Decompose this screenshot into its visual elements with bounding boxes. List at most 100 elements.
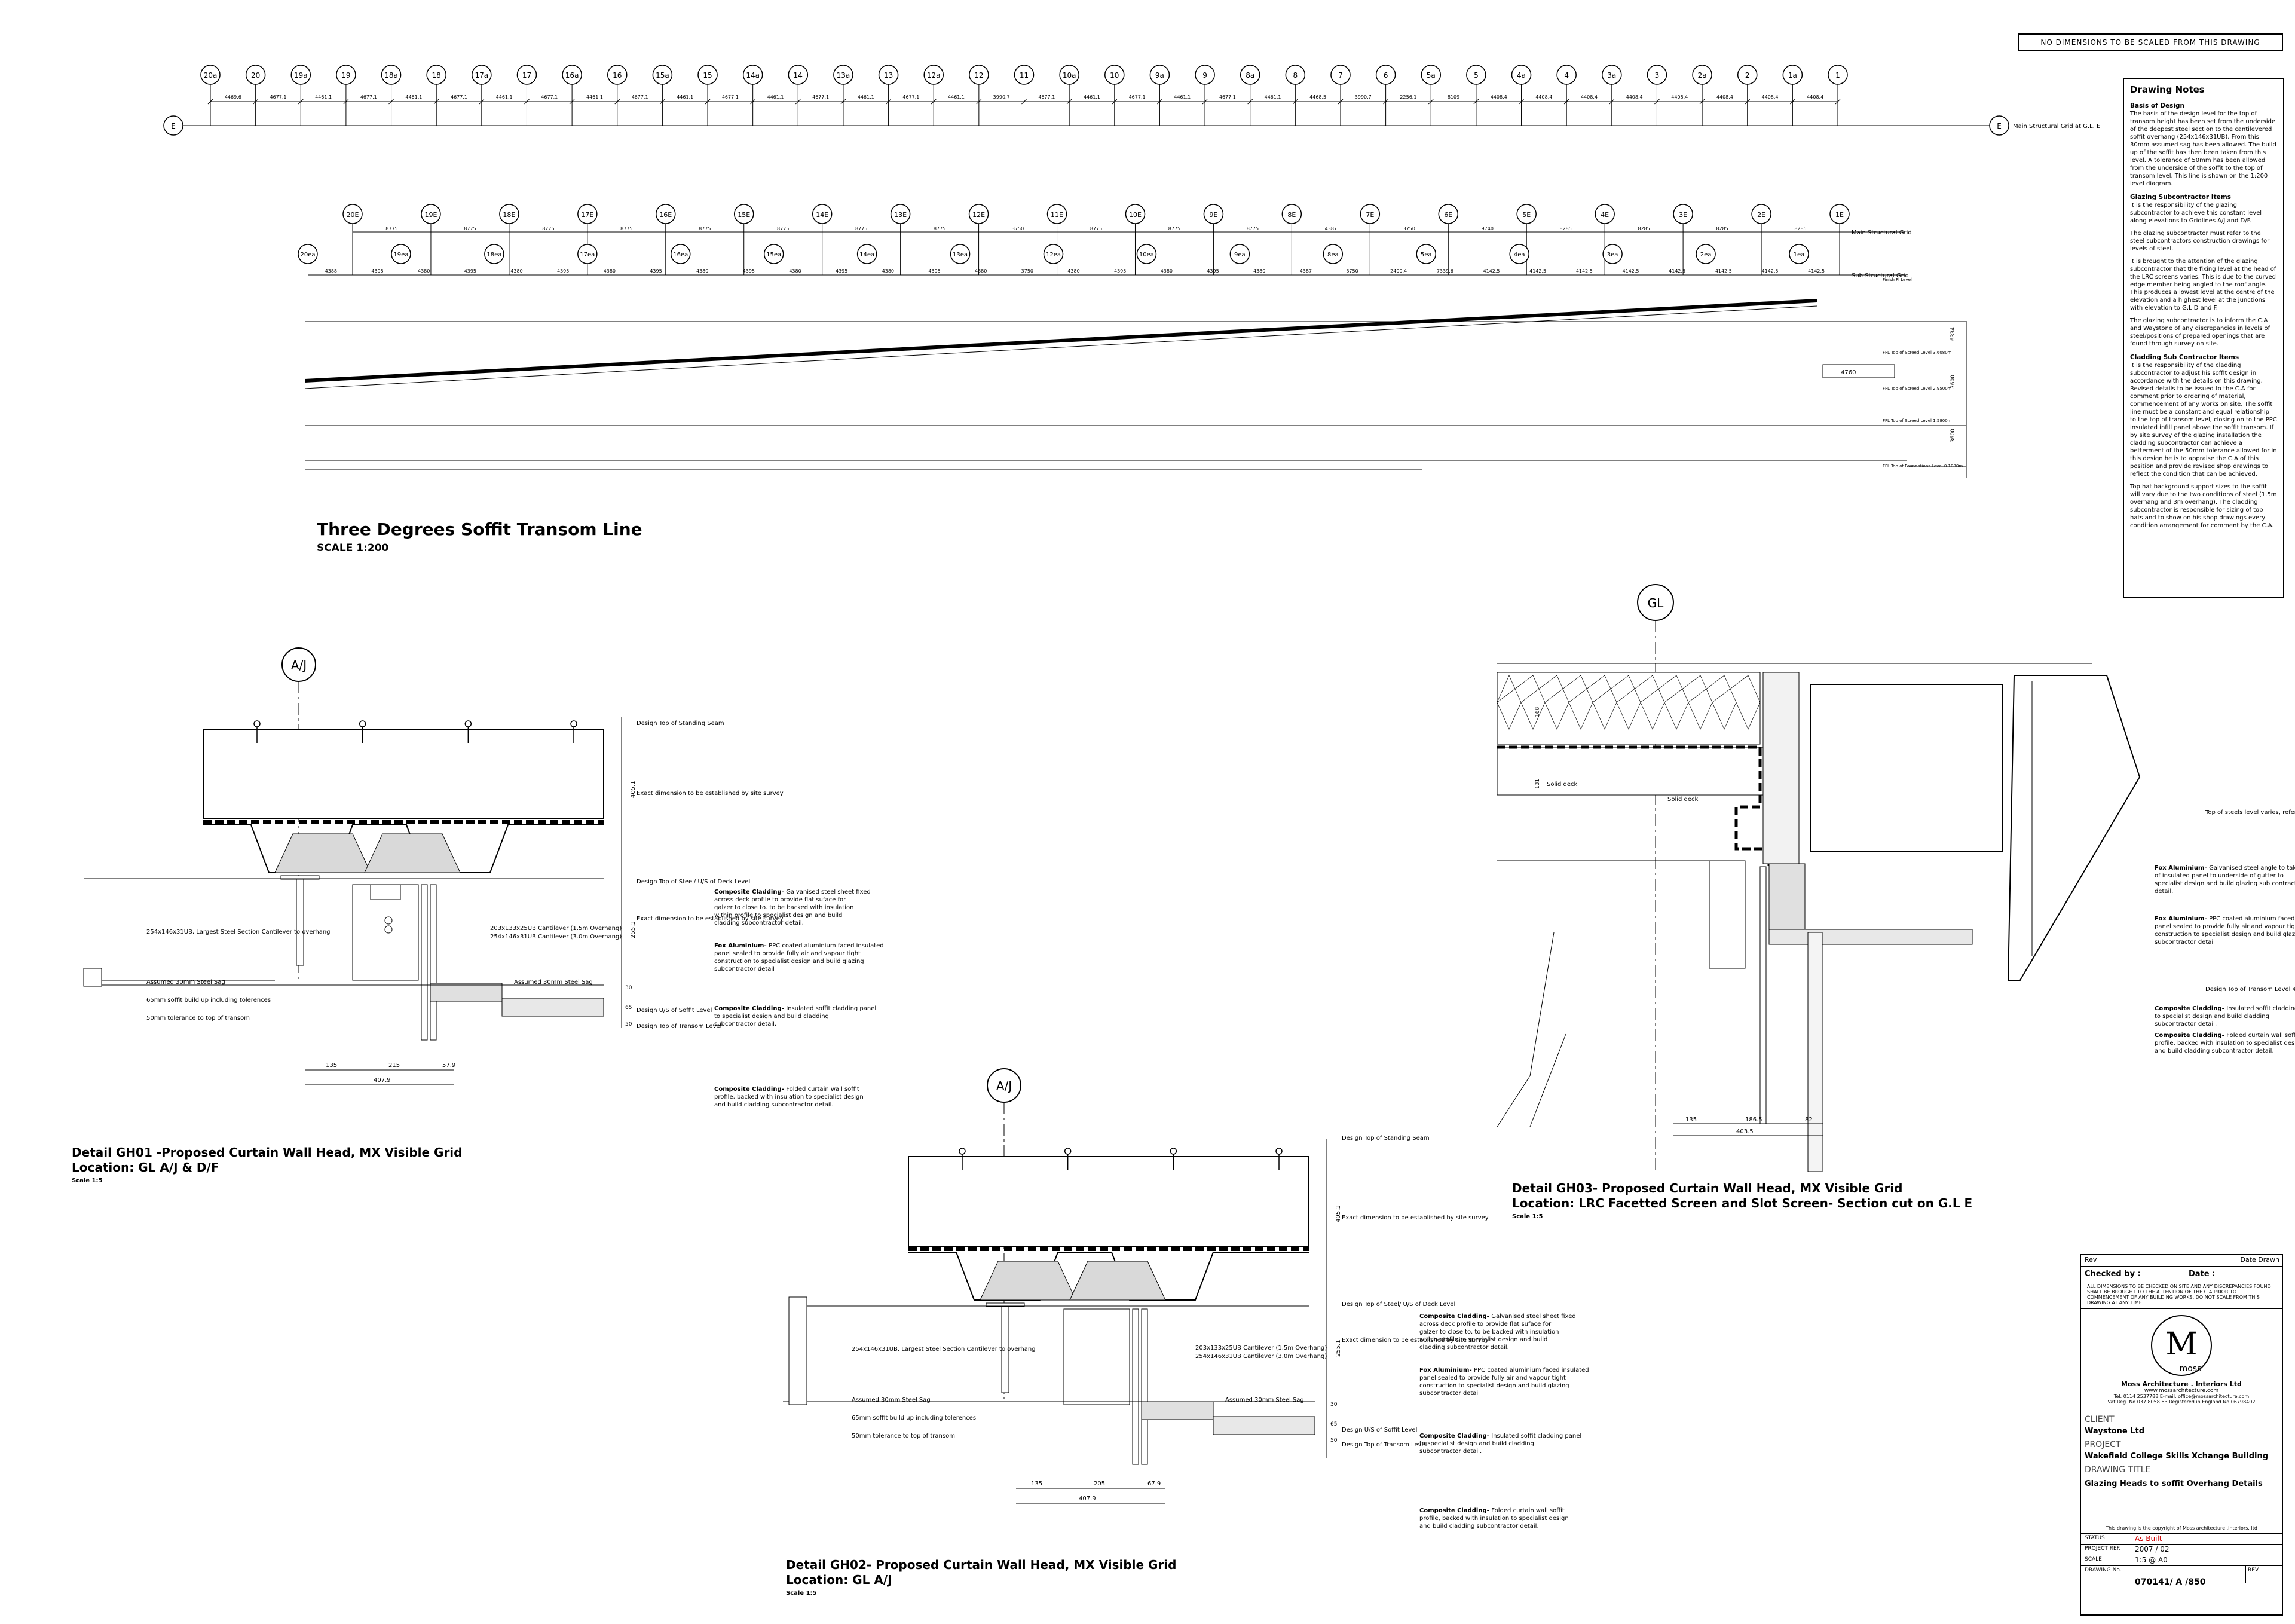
right-label-3: Design Top of Steel/ U/S of Deck Level — [637, 879, 750, 885]
sub-grid-dim-lower: 4142.5 — [1576, 268, 1593, 274]
status-row: STATUS As Built — [2081, 1533, 2282, 1545]
sub-grid-bubble-lower — [1602, 244, 1623, 264]
dim-total: 403.5 — [1736, 1128, 1754, 1135]
grid-dim: 4408.4 — [1716, 94, 1733, 100]
grid-bubble — [472, 65, 492, 85]
date-drawn-label: Date Drawn — [2240, 1256, 2280, 1264]
svg-text:M: M — [2165, 1326, 2197, 1362]
mid-label-3: Assumed 30mm Steel Sag — [514, 979, 593, 986]
sub-grid-bubble-lower — [1696, 244, 1716, 264]
grid-label: 11 — [1020, 71, 1029, 79]
right-dim-5: 50 — [625, 1022, 632, 1027]
dim-3: 67.9 — [1148, 1481, 1161, 1487]
right-label-1: Design Top of Standing Seam — [1342, 1135, 1430, 1142]
grid-label: 1 — [1835, 71, 1840, 79]
sub-grid-bubble — [1125, 204, 1146, 224]
grid-label: 1a — [1788, 71, 1797, 79]
dim-tick — [886, 99, 891, 105]
grid-label: 8a — [1246, 71, 1254, 79]
right-dim-1: 6334 — [1950, 327, 1956, 341]
sub-grid-label-lower: 16ea — [673, 252, 688, 258]
right-label-2: FFL Top of Screed Level 3.6080m — [1883, 350, 1952, 355]
sub-grid-bubble — [656, 204, 676, 224]
grid-end-bubble-left — [163, 115, 183, 136]
sub-grid-dim-lower: 4380 — [975, 268, 987, 274]
sub-grid-bubble — [890, 204, 911, 224]
callout: Composite Cladding- Galvanised steel she… — [1419, 1313, 1576, 1351]
scale-row: SCALE 1:5 @ A0 — [2081, 1555, 2282, 1566]
grid-bubble — [788, 65, 809, 85]
notes-heading: Glazing Subcontractor Items — [2130, 194, 2231, 201]
dim-total: 407.9 — [1079, 1495, 1096, 1502]
grid-bubble — [1149, 65, 1170, 85]
sub-grid-label: 19E — [424, 211, 437, 219]
sub-grid-label-lower: 12ea — [1046, 252, 1061, 258]
grid-bubble — [607, 65, 628, 85]
title-block: Rev Date Drawn Checked by : Date : ALL D… — [2080, 1254, 2283, 1616]
dim-tick — [1609, 99, 1615, 105]
grid-bubble — [1330, 65, 1351, 85]
right-label-6: Design Top of Transom Level — [1342, 1442, 1427, 1448]
dim-tick — [976, 99, 982, 105]
right-dim-3: 30 — [1330, 1402, 1338, 1408]
grid-dim: 4677.1 — [1129, 94, 1146, 100]
client-row: CLIENT Waystone Ltd — [2081, 1414, 2282, 1439]
callout: Composite Cladding- Insulated soffit cla… — [1419, 1433, 1581, 1455]
sub-grid-dim-lower: 4380 — [1161, 268, 1173, 274]
grid-bubble — [923, 65, 944, 85]
grid-dim: 4461.1 — [315, 94, 332, 100]
sub-grid-dim-lower: 4395 — [1207, 268, 1219, 274]
grid-bubble — [245, 65, 266, 85]
dim-tick — [479, 99, 485, 105]
grid-bubble — [1737, 65, 1758, 85]
grid-label: 14a — [746, 71, 760, 79]
dim-tick — [750, 99, 756, 105]
right-label-1: Finish Fl Level — [1883, 277, 1912, 282]
sub-grid-label-lower: 20ea — [300, 252, 315, 258]
sub-grid-label-lower: 15ea — [766, 252, 781, 258]
sub-grid-dim-lower: 4380 — [418, 268, 430, 274]
right-dim-4: 65 — [625, 1005, 632, 1011]
scale-label: SCALE — [2085, 1556, 2102, 1562]
sub-grid-bubble-lower — [1509, 244, 1529, 264]
callout: Fox Aluminium- PPC coated aluminium face… — [1419, 1367, 1589, 1397]
right-label-4: Exact dimension to be established by sit… — [637, 916, 784, 922]
grid-label: 15a — [656, 71, 669, 79]
sub-grid-label-lower: 3ea — [1607, 252, 1618, 258]
practice-block: M moss Moss Architecture . Interiors Ltd… — [2081, 1309, 2282, 1414]
sub-grid-label-lower: 14ea — [859, 252, 874, 258]
sub-grid-dim-lower: 4395 — [650, 268, 662, 274]
grid-dim: 4461.1 — [1174, 94, 1191, 100]
grid-bubble — [1556, 65, 1577, 85]
detail-scale: Scale 1:5 — [786, 1590, 817, 1597]
upper-grid-caption: Main Structural Grid — [1852, 230, 1912, 236]
project-row: PROJECT Wakefield College Skills Xchange… — [2081, 1439, 2282, 1464]
rev-row: Rev Date Drawn — [2081, 1255, 2282, 1267]
sub-grid-label-lower: 2ea — [1700, 252, 1712, 258]
sub-grid-dim-lower: 4380 — [604, 268, 616, 274]
box-dim: 4760 — [1841, 369, 1856, 376]
seam-clip — [359, 720, 366, 727]
sub-grid-dim: 3750 — [1012, 226, 1024, 231]
sub-grid-dim-lower: 4380 — [882, 268, 894, 274]
dim-tick — [1202, 99, 1208, 105]
dim-2: 205 — [1094, 1481, 1105, 1487]
dim-tick — [524, 99, 530, 105]
dim-tick — [705, 99, 711, 105]
right-dim-5: 50 — [1330, 1438, 1338, 1443]
mid-label-2: 254x146x31UB Cantilever (3.0m Overhang) — [490, 934, 622, 940]
sub-grid-label-lower: 5ea — [1421, 252, 1432, 258]
grid-dim: 8109 — [1448, 94, 1459, 100]
grid-bubble: GL — [1648, 596, 1664, 610]
right-label-3: FFL Top of Screed Level 2.9500m — [1883, 386, 1952, 391]
sub-grid-bubble — [812, 204, 833, 224]
callout: Composite Cladding- Folded curtain wall … — [714, 1086, 864, 1108]
sub-grid-bubble-lower — [1229, 244, 1250, 264]
grid-dim: 4677.1 — [1219, 94, 1236, 100]
sub-grid-bubble — [577, 204, 598, 224]
sub-grid-dim-lower: 4388 — [325, 268, 337, 274]
sub-grid-dim-lower: 4142.5 — [1623, 268, 1639, 274]
right-dim-2: 255.1 — [630, 921, 637, 938]
